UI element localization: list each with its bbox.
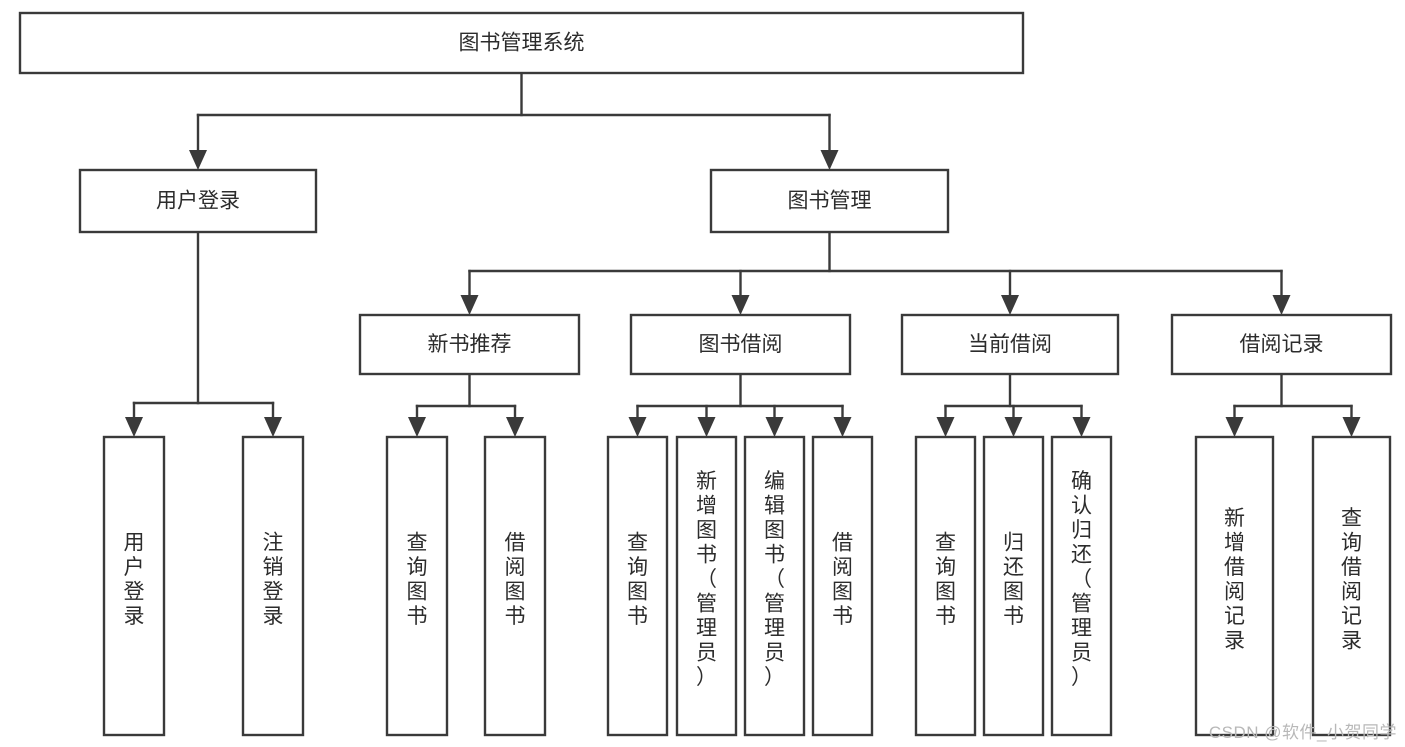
node-label: 图书管理系统 — [459, 32, 585, 55]
arrow-head-icon — [1072, 417, 1091, 437]
arrow-head-icon — [765, 417, 784, 437]
arrow-head-icon — [1001, 295, 1019, 315]
node-label: 当前借阅 — [968, 333, 1052, 356]
arrow-head-icon — [731, 295, 750, 315]
node-label: 归还图书 — [1003, 531, 1024, 628]
arrow-head-icon — [264, 417, 282, 437]
node-leaf-edit-book[interactable]: 编辑图书（管理员） — [743, 435, 806, 737]
node-box[interactable] — [385, 435, 449, 737]
arrow-head-icon — [1342, 417, 1361, 437]
arrow-head-icon — [1272, 295, 1291, 315]
node-box[interactable] — [709, 168, 950, 234]
node-box[interactable] — [743, 435, 806, 737]
node-box[interactable] — [900, 313, 1120, 376]
arrow-head-icon — [1004, 417, 1023, 437]
arrow-head-icon — [936, 417, 955, 437]
node-borrow-record[interactable]: 借阅记录 — [1170, 313, 1393, 376]
node-leaf-query-book-borrow[interactable]: 查询图书 — [606, 435, 669, 737]
node-leaf-confirm-return[interactable]: 确认归还（管理员） — [1050, 435, 1113, 737]
node-label: 查询图书 — [407, 531, 428, 628]
node-box[interactable] — [811, 435, 874, 737]
node-label: 注销登录 — [263, 531, 284, 628]
csdn-watermark: CSDN @软件_小贺同学 — [1208, 723, 1397, 742]
node-leaf-borrow-book[interactable]: 借阅图书 — [811, 435, 874, 737]
node-label: 查询借阅记录 — [1341, 507, 1362, 653]
node-label: 编辑图书（管理员） — [764, 470, 785, 689]
node-box[interactable] — [483, 435, 547, 737]
node-layer: 图书管理系统用户登录图书管理新书推荐图书借阅当前借阅借阅记录用户登录注销登录查询… — [18, 11, 1393, 737]
arrow-head-icon — [408, 417, 426, 437]
node-box[interactable] — [675, 435, 738, 737]
node-label: 查询图书 — [627, 531, 648, 628]
arrow-head-icon — [1225, 417, 1244, 437]
node-label: 用户登录 — [124, 531, 145, 628]
arrow-head-icon — [506, 417, 524, 437]
node-label: 用户登录 — [156, 190, 240, 213]
node-leaf-add-book[interactable]: 新增图书（管理员） — [675, 435, 738, 737]
node-label: 借阅图书 — [505, 531, 526, 628]
node-label: 新增借阅记录 — [1224, 507, 1245, 653]
node-leaf-logout[interactable]: 注销登录 — [241, 435, 305, 737]
arrow-head-icon — [628, 417, 647, 437]
arrow-head-icon — [189, 150, 207, 170]
arrow-head-icon — [833, 417, 852, 437]
node-leaf-query-book-recommend[interactable]: 查询图书 — [385, 435, 449, 737]
arrow-head-icon — [820, 150, 839, 170]
node-label: 确认归还（管理员） — [1071, 470, 1092, 689]
node-user-login[interactable]: 用户登录 — [78, 168, 318, 234]
node-root[interactable]: 图书管理系统 — [18, 11, 1025, 75]
connector-layer — [125, 71, 1361, 437]
node-new-book-recommend[interactable]: 新书推荐 — [358, 313, 581, 376]
node-leaf-add-borrow-record[interactable]: 新增借阅记录 — [1194, 435, 1275, 737]
node-box[interactable] — [1194, 435, 1275, 737]
node-label: 查询图书 — [935, 531, 956, 628]
node-box[interactable] — [1170, 313, 1393, 376]
node-leaf-query-borrow-record[interactable]: 查询借阅记录 — [1311, 435, 1392, 737]
node-box[interactable] — [1311, 435, 1392, 737]
node-box[interactable] — [358, 313, 581, 376]
node-current-borrow[interactable]: 当前借阅 — [900, 313, 1120, 376]
node-box[interactable] — [18, 11, 1025, 75]
node-box[interactable] — [241, 435, 305, 737]
node-label: 新书推荐 — [428, 333, 512, 356]
node-label: 借阅记录 — [1240, 333, 1324, 356]
arrow-head-icon — [460, 295, 479, 315]
node-label: 新增图书（管理员） — [696, 470, 717, 689]
node-box[interactable] — [78, 168, 318, 234]
node-leaf-user-login[interactable]: 用户登录 — [102, 435, 166, 737]
arrow-head-icon — [125, 417, 143, 437]
node-label: 图书借阅 — [699, 333, 783, 356]
node-box[interactable] — [1050, 435, 1113, 737]
node-leaf-return-book[interactable]: 归还图书 — [982, 435, 1045, 737]
node-box[interactable] — [606, 435, 669, 737]
node-box[interactable] — [914, 435, 977, 737]
node-box[interactable] — [102, 435, 166, 737]
node-book-borrow[interactable]: 图书借阅 — [629, 313, 852, 376]
node-box[interactable] — [629, 313, 852, 376]
node-label: 图书管理 — [788, 190, 872, 213]
arrow-head-icon — [697, 417, 716, 437]
node-book-management[interactable]: 图书管理 — [709, 168, 950, 234]
node-leaf-query-book-current[interactable]: 查询图书 — [914, 435, 977, 737]
node-box[interactable] — [982, 435, 1045, 737]
node-leaf-borrow-book-recommend[interactable]: 借阅图书 — [483, 435, 547, 737]
node-label: 借阅图书 — [832, 531, 853, 628]
